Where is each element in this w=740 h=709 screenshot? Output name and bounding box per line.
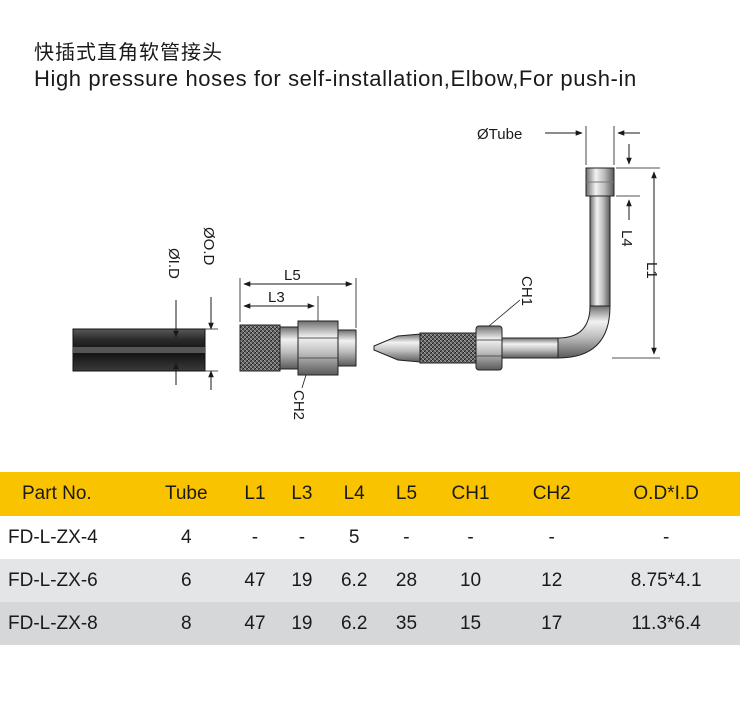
cell-l4: 6.2 [325,559,383,602]
spec-table: Part No. Tube L1 L3 L4 L5 CH1 CH2 O.D*I.… [0,472,740,645]
cell-tube: 4 [141,516,232,559]
cell-ch2: 12 [511,559,593,602]
cell-ch2: - [511,516,593,559]
cell-l5: - [383,516,430,559]
cell-tube: 8 [141,602,232,645]
header-od-id: O.D*I.D [592,472,740,516]
cell-ch2: 17 [511,602,593,645]
ch2-label: CH2 [290,390,307,420]
sleeve-fitting: L5 L3 CH2 [239,267,357,420]
table-row: FD-L-ZX-8 8 47 19 6.2 35 15 17 11.3*6.4 [0,602,740,645]
cell-l5: 28 [383,559,430,602]
header-ch2: CH2 [511,472,593,516]
header-l3: L3 [278,472,326,516]
technical-drawing: ØI.D ØO.D L5 L3 CH2 [72,126,660,420]
cell-l1: 47 [231,602,279,645]
cell-l1: - [231,516,279,559]
cell-ch1: - [429,516,512,559]
header-l4: L4 [325,472,383,516]
header-part-no: Part No. [0,472,141,516]
cell-l3: 19 [278,602,326,645]
cell-tube: 6 [141,559,232,602]
cell-part-no: FD-L-ZX-8 [0,602,141,645]
l1-label: L1 [643,262,660,279]
id-label: ØI.D [165,248,182,279]
header-l1: L1 [231,472,279,516]
table-header-row: Part No. Tube L1 L3 L4 L5 CH1 CH2 O.D*I.… [0,472,740,516]
cell-od-id: - [592,516,740,559]
cell-od-id: 8.75*4.1 [592,559,740,602]
tube-label: ØTube [477,126,522,143]
cell-l1: 47 [231,559,279,602]
l3-label: L3 [268,289,285,306]
cell-ch1: 15 [429,602,512,645]
elbow-fitting: CH1 ØTube L4 L1 [373,126,660,371]
header-ch1: CH1 [429,472,512,516]
hose-section: ØI.D ØO.D [72,227,218,390]
cell-part-no: FD-L-ZX-4 [0,516,141,559]
cell-od-id: 11.3*6.4 [592,602,740,645]
title-english: High pressure hoses for self-installatio… [34,66,637,91]
l4-label: L4 [618,230,635,247]
ch1-label: CH1 [518,276,535,306]
table-row: FD-L-ZX-4 4 - - 5 - - - - [0,516,740,559]
cell-l4: 6.2 [325,602,383,645]
od-label: ØO.D [200,227,217,266]
header-tube: Tube [141,472,232,516]
cell-part-no: FD-L-ZX-6 [0,559,141,602]
cell-l4: 5 [325,516,383,559]
cell-l3: 19 [278,559,326,602]
cell-ch1: 10 [429,559,512,602]
l5-label: L5 [284,267,301,284]
cell-l3: - [278,516,326,559]
title-chinese: 快插式直角软管接头 [34,40,223,64]
header-l5: L5 [383,472,430,516]
cell-l5: 35 [383,602,430,645]
table-row: FD-L-ZX-6 6 47 19 6.2 28 10 12 8.75*4.1 [0,559,740,602]
